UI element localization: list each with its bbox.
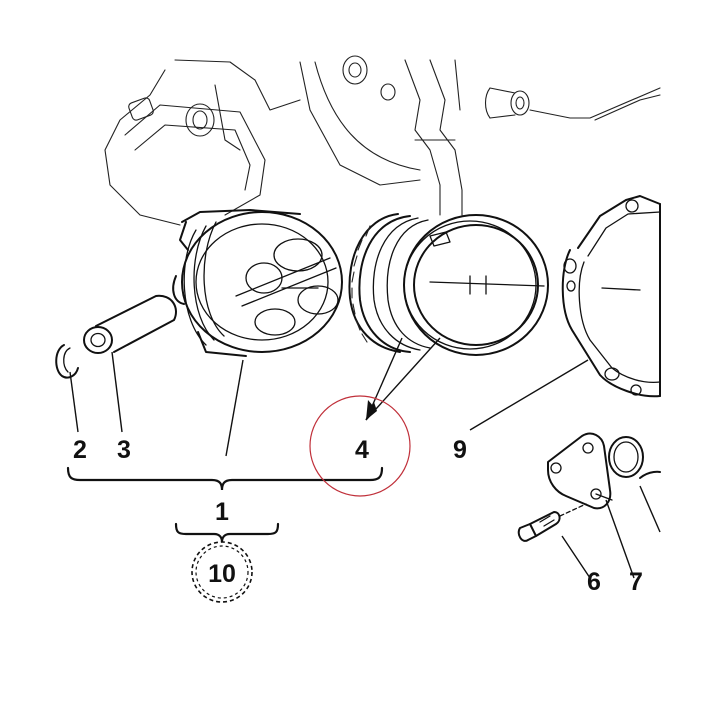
kit-bracket: [174, 522, 280, 543]
assembly-bracket: [66, 466, 384, 491]
label-piston-assembly: 1: [215, 498, 229, 526]
kit-dashed-circle: [191, 541, 253, 603]
label-screw: 6: [587, 568, 601, 596]
highlight-circle: [309, 395, 411, 497]
label-flange: 7: [629, 568, 643, 596]
circlip-part: [55, 344, 79, 379]
label-kit: 10: [208, 560, 236, 588]
gasket-part: [561, 195, 661, 398]
piston-rings-part: [348, 213, 549, 356]
label-piston-pin: 3: [117, 436, 131, 464]
o-ring-part: [608, 436, 644, 478]
label-gasket: 9: [453, 436, 467, 464]
partial-part-edge: [639, 470, 661, 479]
engine-housing-background: [104, 55, 661, 226]
label-circlip: 2: [73, 436, 87, 464]
piston-pin-part: [83, 294, 177, 354]
label-piston-rings: 4: [355, 436, 369, 464]
screw-part: [517, 503, 587, 542]
kit-dashed-circle-inner: [195, 545, 249, 599]
flange-part: [547, 432, 613, 510]
piston-part: [172, 209, 343, 357]
leader-lines: [69, 337, 661, 579]
